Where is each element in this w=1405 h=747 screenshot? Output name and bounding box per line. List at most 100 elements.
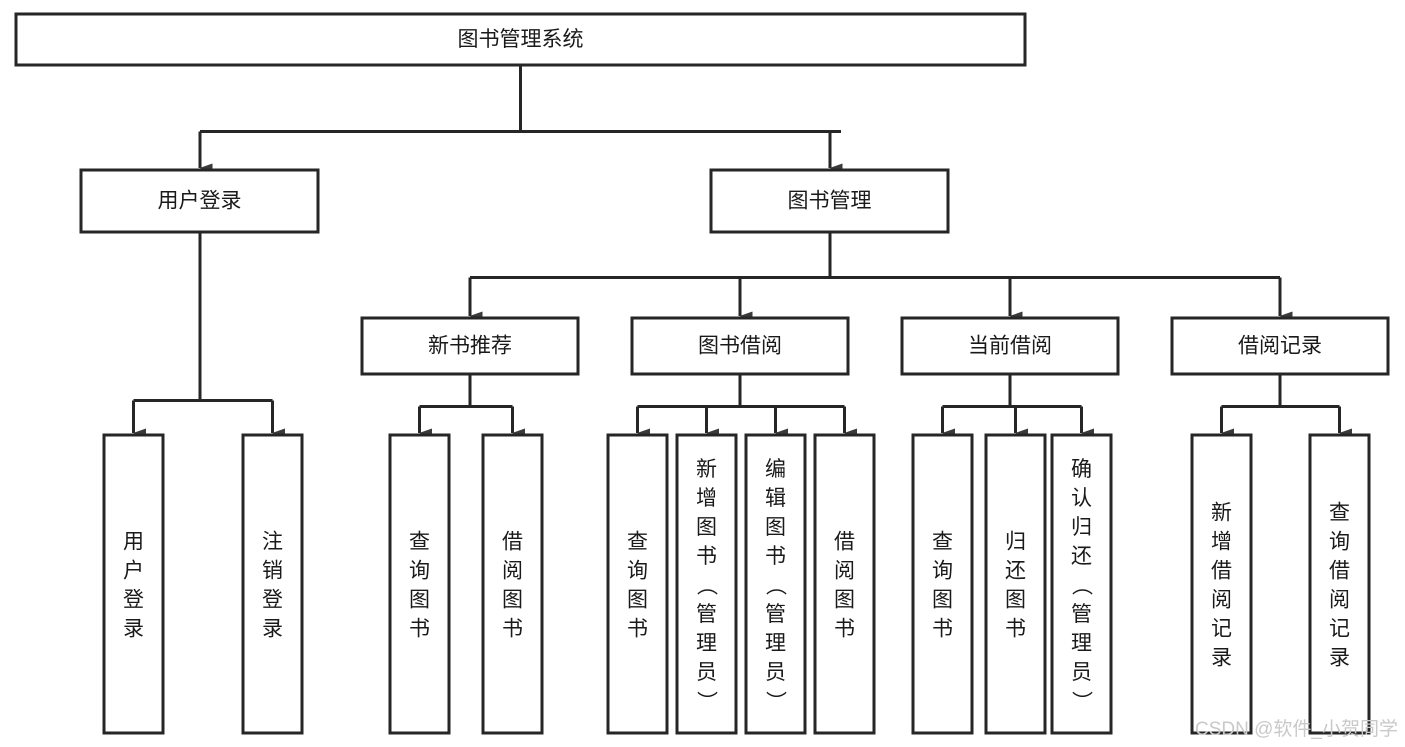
node-label-leaf-confirm-return-admin: 还 [1071, 545, 1092, 568]
node-user-login[interactable]: 用户登录 [79, 168, 320, 234]
node-box-leaf-borrow-book-recommend[interactable] [481, 433, 544, 735]
node-label-leaf-user-login: 录 [123, 618, 144, 641]
node-label-leaf-query-book-recommend: 询 [409, 560, 430, 583]
node-label-leaf-add-borrow-record: 借 [1211, 560, 1232, 583]
connector-current-borrow-stem [942, 374, 1082, 408]
node-label-leaf-query-borrow-record: 记 [1329, 618, 1350, 641]
node-new-book-recommend[interactable]: 新书推荐 [360, 316, 580, 376]
node-label-leaf-confirm-return-admin: ） [1070, 691, 1093, 712]
node-label-leaf-edit-book-admin: 管 [765, 603, 786, 626]
node-book-borrow[interactable]: 图书借阅 [630, 316, 850, 376]
node-label-book-manage: 图书管理 [788, 190, 872, 213]
node-label-leaf-query-book-borrow: 图 [627, 589, 648, 612]
node-label-leaf-query-borrow-record: 阅 [1329, 589, 1350, 612]
node-label-leaf-edit-book-admin: 理 [765, 632, 786, 655]
node-label-leaf-edit-book-admin: 员 [765, 661, 786, 684]
connector-new-book-recommend-stem [419, 374, 513, 408]
node-box-user-login[interactable] [79, 168, 320, 234]
node-label-leaf-borrow-book: 借 [834, 531, 855, 554]
node-label-leaf-query-book-current: 书 [932, 618, 953, 641]
node-label-leaf-add-book-admin: 书 [696, 545, 717, 568]
node-label-leaf-return-book: 书 [1005, 618, 1026, 641]
node-root[interactable]: 图书管理系统 [14, 12, 1027, 67]
connector-book-manage-stem [470, 232, 1280, 279]
node-label-leaf-add-borrow-record: 增 [1211, 531, 1232, 554]
node-label-user-login: 用户登录 [158, 190, 242, 213]
node-box-leaf-borrow-book[interactable] [813, 433, 876, 735]
connector-layer [132, 65, 1353, 438]
node-label-leaf-user-login: 用 [123, 531, 144, 554]
node-box-leaf-user-logout[interactable] [241, 433, 304, 735]
node-box-leaf-user-login[interactable] [102, 433, 165, 735]
node-box-leaf-confirm-return-admin[interactable] [1050, 433, 1113, 735]
node-box-leaf-return-book[interactable] [984, 433, 1047, 735]
csdn-watermark: CSDN @软件_小贺同学 [1195, 718, 1398, 740]
node-label-leaf-query-book-recommend: 图 [409, 589, 430, 612]
node-box-current-borrow[interactable] [900, 316, 1120, 376]
node-label-borrow-record: 借阅记录 [1238, 335, 1322, 358]
node-label-leaf-edit-book-admin: 编 [765, 458, 786, 481]
node-label-leaf-edit-book-admin: （ [764, 575, 787, 596]
node-label-leaf-query-borrow-record: 查 [1329, 502, 1350, 525]
node-label-leaf-confirm-return-admin: 员 [1071, 661, 1092, 684]
node-label-leaf-query-book-current: 图 [932, 589, 953, 612]
node-label-leaf-user-logout: 注 [262, 531, 283, 554]
node-box-leaf-query-borrow-record[interactable] [1308, 433, 1371, 735]
node-box-new-book-recommend[interactable] [360, 316, 580, 376]
node-label-leaf-add-book-admin: 理 [696, 632, 717, 655]
node-box-borrow-record[interactable] [1170, 316, 1390, 376]
node-book-manage[interactable]: 图书管理 [709, 168, 950, 234]
node-label-leaf-edit-book-admin: 书 [765, 545, 786, 568]
node-label-leaf-add-book-admin: ） [695, 691, 718, 712]
node-label-leaf-confirm-return-admin: 认 [1071, 487, 1092, 510]
node-label-leaf-query-book-recommend: 查 [409, 531, 430, 554]
node-label-leaf-add-borrow-record: 记 [1211, 618, 1232, 641]
node-label-leaf-query-book-current: 查 [932, 531, 953, 554]
node-label-leaf-query-borrow-record: 录 [1329, 647, 1350, 670]
node-label-leaf-add-book-admin: 管 [696, 603, 717, 626]
node-label-leaf-query-book-current: 询 [932, 560, 953, 583]
node-label-leaf-query-book-borrow: 询 [627, 560, 648, 583]
node-label-leaf-confirm-return-admin: 理 [1071, 632, 1092, 655]
node-borrow-record[interactable]: 借阅记录 [1170, 316, 1390, 376]
node-label-leaf-borrow-book-recommend: 借 [502, 531, 523, 554]
node-box-leaf-edit-book-admin[interactable] [744, 433, 807, 735]
connector-root-bus [200, 65, 841, 133]
node-box-leaf-add-borrow-record[interactable] [1190, 433, 1253, 735]
node-current-borrow[interactable]: 当前借阅 [900, 316, 1120, 376]
node-leaf-user-login[interactable]: 用户登录 [102, 433, 165, 735]
node-label-current-borrow: 当前借阅 [968, 335, 1052, 358]
node-label-root: 图书管理系统 [458, 28, 584, 51]
node-box-root[interactable] [14, 12, 1027, 67]
node-box-leaf-query-book-borrow[interactable] [606, 433, 669, 735]
node-label-leaf-add-book-admin: 图 [696, 516, 717, 539]
node-box-leaf-query-book-recommend[interactable] [388, 433, 451, 735]
node-box-book-borrow[interactable] [630, 316, 850, 376]
node-label-leaf-user-logout: 录 [262, 618, 283, 641]
node-label-leaf-add-borrow-record: 新 [1211, 502, 1232, 525]
node-label-leaf-query-borrow-record: 借 [1329, 560, 1350, 583]
node-box-leaf-query-book-current[interactable] [911, 433, 974, 735]
node-label-leaf-edit-book-admin: ） [764, 691, 787, 712]
node-box-leaf-add-book-admin[interactable] [675, 433, 738, 735]
node-box-book-manage[interactable] [709, 168, 950, 234]
node-label-leaf-query-book-borrow: 书 [627, 618, 648, 641]
node-label-leaf-add-borrow-record: 录 [1211, 647, 1232, 670]
node-label-leaf-confirm-return-admin: 管 [1071, 603, 1092, 626]
node-label-leaf-confirm-return-admin: 归 [1071, 516, 1092, 539]
node-layer: 图书管理系统用户登录图书管理新书推荐图书借阅当前借阅借阅记录用户登录注销登录查询… [14, 12, 1390, 735]
node-label-leaf-add-book-admin: 员 [696, 661, 717, 684]
